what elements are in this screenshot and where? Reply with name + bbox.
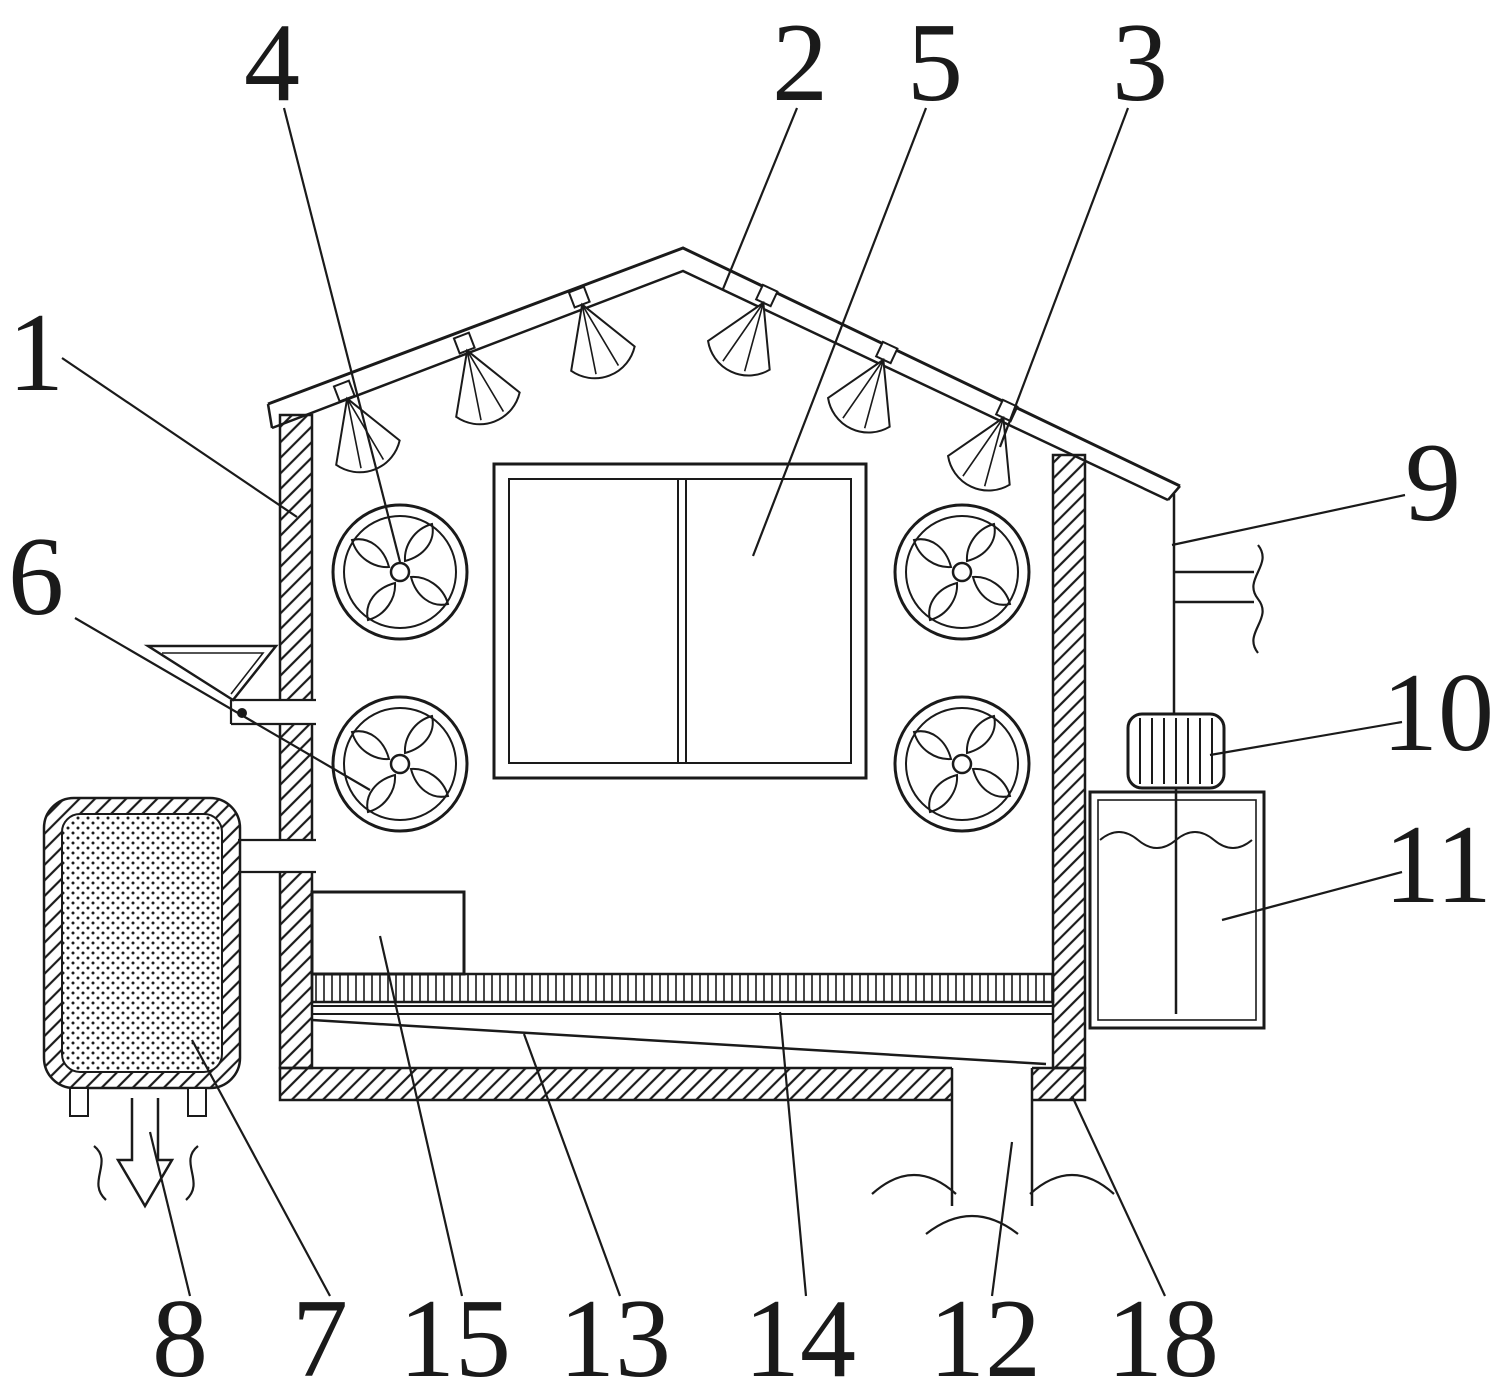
spray-nozzle-icon: [699, 272, 802, 388]
funnel-inner-line: [162, 652, 265, 695]
leader-junction-dot: [237, 708, 247, 718]
callout-18: 18: [1107, 1277, 1219, 1394]
leader-3: [998, 107, 1130, 448]
leader-lines: [61, 107, 1406, 1297]
leader-2: [721, 107, 799, 290]
tank-leg: [69, 1087, 89, 1117]
leader-7: [191, 1039, 331, 1297]
tank-pipe-cutout: [238, 840, 316, 872]
pump-motor: [1126, 712, 1226, 790]
callout-13: 13: [559, 1277, 671, 1394]
callout-10: 10: [1382, 651, 1494, 775]
flow-wave-left: [93, 1145, 107, 1201]
ground-wave: [1029, 1174, 1115, 1195]
callout-1: 1: [8, 291, 64, 415]
window-outer-frame: [492, 462, 868, 780]
callout-3: 3: [1112, 1, 1168, 125]
callout-7: 7: [292, 1277, 348, 1394]
feed-funnel: [143, 644, 316, 726]
leader-1: [61, 357, 298, 518]
ground-wave: [925, 1215, 1019, 1235]
leader-11: [1221, 870, 1403, 922]
discharge-outlet: [93, 1098, 199, 1209]
spray-nozzle-icon: [308, 370, 408, 483]
conveyor-assembly: [310, 972, 1055, 1066]
spray-nozzle-icon: [819, 329, 922, 445]
fan-icon: [331, 695, 469, 833]
duct-floor-cutout: [952, 1066, 1032, 1102]
callout-8: 8: [152, 1277, 208, 1394]
tank-leg: [187, 1087, 207, 1117]
filter-media-stipple: [62, 814, 222, 1072]
right-wall: [1051, 453, 1087, 1070]
callout-9: 9: [1405, 421, 1461, 545]
leader-18: [1071, 1095, 1166, 1297]
window-panel: [492, 462, 868, 780]
leader-12: [990, 1141, 1014, 1297]
callout-11: 11: [1384, 803, 1492, 927]
leader-6: [74, 617, 371, 791]
callout-14: 14: [744, 1277, 856, 1394]
down-arrow-icon: [115, 1098, 175, 1209]
callout-2: 2: [772, 1, 828, 125]
leader-9: [1171, 493, 1406, 547]
leader-15: [378, 935, 464, 1297]
callout-6: 6: [8, 515, 64, 639]
spray-nozzle-icon: [939, 387, 1042, 503]
window-inner-frame: [508, 478, 852, 764]
roof-left-cap: [266, 403, 274, 429]
leader-4: [282, 107, 402, 563]
flow-wave-right: [185, 1145, 199, 1201]
leader-13: [522, 1033, 622, 1297]
roof-right-cap: [1167, 485, 1181, 501]
motor-fins: [1139, 718, 1213, 784]
roof-inner-line: [271, 269, 1169, 502]
exhaust-pipe: [1172, 494, 1264, 714]
leader-10: [1209, 720, 1403, 757]
funnel-body: [143, 644, 279, 702]
callout-15: 15: [399, 1277, 511, 1394]
fan-icon: [893, 503, 1031, 641]
callout-4: 4: [244, 1, 300, 125]
spray-nozzle-icon: [428, 322, 528, 435]
fan-icon: [331, 503, 469, 641]
callout-labels: 4 2 5 3 1 6 9 10 11 8 7 15 13 14 12 18: [8, 1, 1494, 1394]
leader-5: [751, 107, 928, 557]
pipe-break-symbol: [1252, 544, 1264, 654]
heater-box: [310, 890, 466, 976]
ground-wave: [871, 1174, 957, 1195]
drain-duct: [871, 1066, 1115, 1235]
conveyor-belt: [310, 972, 1055, 1004]
callout-5: 5: [907, 1, 963, 125]
leader-14: [778, 1011, 808, 1297]
leader-8: [148, 1131, 192, 1297]
water-tank: [1088, 788, 1266, 1030]
collection-tray: [311, 1018, 1047, 1066]
callout-12: 12: [929, 1277, 1041, 1394]
external-filter-tank: [42, 796, 316, 1117]
fan-icon: [893, 695, 1031, 833]
